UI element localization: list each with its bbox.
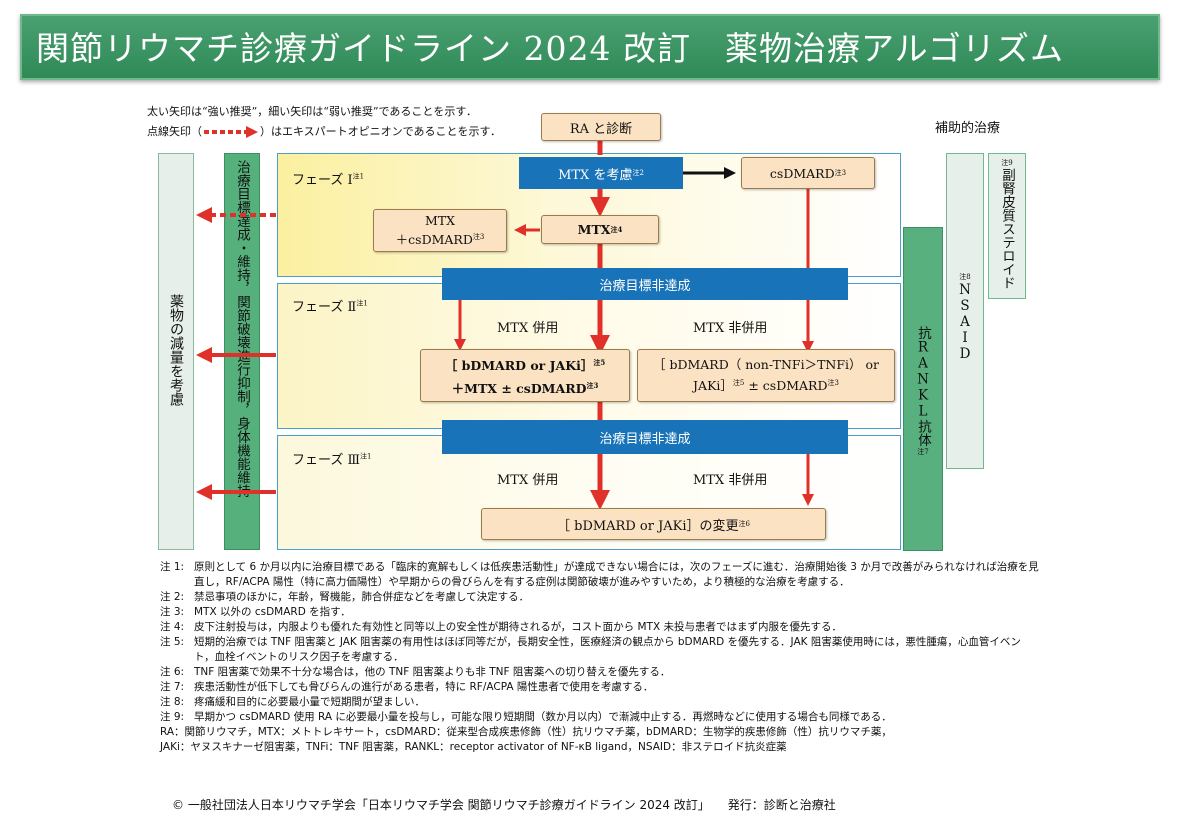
note-item: 注 9: 早期かつ csDMARD 使用 RA に必要最小量を投与し，可能な限り短… bbox=[160, 710, 1040, 725]
note-item: 注 6: TNF 阻害薬で効果不十分な場合は，他の TNF 阻害薬よりも非 TNF… bbox=[160, 665, 1040, 680]
note-label: 注 7: bbox=[160, 681, 185, 693]
note-text: 皮下注射投与は，内服よりも優れた有効性と同等以上の安全性が期待されるが，コスト面… bbox=[194, 621, 842, 633]
change-bdmard-jaki-box: ［ bDMARD or JAKi］の変更注6 bbox=[481, 508, 826, 540]
note-text: 早期かつ csDMARD 使用 RA に必要最小量を投与し，可能な限り短期間（数… bbox=[194, 711, 892, 723]
note-text: 禁忌事項のほかに，年齢，腎機能，肺合併症などを考慮して決定する． bbox=[194, 591, 530, 603]
aux-therapy-title: 補助的治療 bbox=[935, 121, 1001, 136]
notes-list: 注 1: 原則として 6 か月以内に治療目標である「臨床的寛解もしくは低疾患活動性… bbox=[160, 560, 1040, 725]
legend-line-2-post: ）はエキスパートオピニオンであることを示す． bbox=[260, 125, 502, 138]
legend-line-1: 太い矢印は“強い推奨”，細い矢印は“弱い推奨”であることを示す． bbox=[147, 105, 477, 118]
bdmard-jaki-without-mtx-box: ［ bDMARD（ non-TNFi＞TNFi） or JAKi］注5 ± cs… bbox=[637, 349, 895, 402]
phase-1-label: フェーズ Ⅰ注1 bbox=[292, 172, 365, 188]
mtx-plus-csdmard-box: MTX ＋csDMARD注3 bbox=[373, 209, 507, 252]
note-label: 注 9: bbox=[160, 711, 185, 723]
notes-section: 注 1: 原則として 6 か月以内に治療目標である「臨床的寛解もしくは低疾患活動性… bbox=[160, 560, 1040, 755]
abbreviations-line-1: RA：関節リウマチ，MTX：メトトレキサート，csDMARD：従来型合成疾患修飾… bbox=[160, 726, 892, 738]
note-label: 注 3: bbox=[160, 606, 185, 618]
phase-3-label: フェーズ Ⅲ注1 bbox=[292, 452, 372, 468]
note-text: 疼痛緩和目的に必要最小量で短期間が望ましい． bbox=[194, 696, 425, 708]
consider-dose-reduction-column: 薬物の減量を考慮 bbox=[158, 153, 194, 550]
note-label: 注 5: bbox=[160, 636, 185, 648]
note-text: MTX 以外の csDMARD を指す． bbox=[194, 606, 351, 618]
treatment-target-column: 治療目標達成・維持，関節破壊進行抑制，身体機能維持 bbox=[224, 153, 260, 550]
note-text: 原則として 6 か月以内に治療目標である「臨床的寛解もしくは低疾患活動性」が達成… bbox=[194, 561, 1039, 588]
legend-line-2: 点線矢印（ ）はエキスパートオピニオンであることを示す． bbox=[147, 123, 501, 139]
copyright-footer: © 一般社団法人日本リウマチ学会「日本リウマチ学会 関節リウマチ診療ガイドライン… bbox=[172, 798, 836, 812]
note-item: 注 8: 疼痛緩和目的に必要最小量で短期間が望ましい． bbox=[160, 695, 1040, 710]
consider-mtx-box: MTX を考慮注2 bbox=[519, 157, 683, 189]
note-label: 注 1: bbox=[160, 561, 185, 573]
note-item: 注 7: 疾患活動性が低下しても骨びらんの進行がある患者，特に RF/ACPA 陽… bbox=[160, 680, 1040, 695]
mtx-nonuse-label-2: MTX 非併用 bbox=[693, 473, 768, 488]
mtx-use-label-2: MTX 併用 bbox=[497, 473, 559, 488]
note-label: 注 2: bbox=[160, 591, 185, 603]
note-label: 注 4: bbox=[160, 621, 185, 633]
note-text: TNF 阻害薬で効果不十分な場合は，他の TNF 阻害薬よりも非 TNF 阻害薬… bbox=[194, 666, 671, 678]
note-item: 注 3: MTX 以外の csDMARD を指す． bbox=[160, 605, 1040, 620]
bdmard-jaki-with-mtx-box: ［ bDMARD or JAKi］注5 ＋MTX ± csDMARD注3 bbox=[420, 349, 630, 402]
note-item: 注 1: 原則として 6 か月以内に治療目標である「臨床的寛解もしくは低疾患活動性… bbox=[160, 560, 1040, 590]
dashed-arrow-icon bbox=[204, 126, 258, 138]
header-banner bbox=[20, 14, 1160, 80]
note-label: 注 6: bbox=[160, 666, 185, 678]
note-item: 注 4: 皮下注射投与は，内服よりも優れた有効性と同等以上の安全性が期待されるが，… bbox=[160, 620, 1040, 635]
target-unmet-bar-1: 治療目標非達成 bbox=[442, 268, 848, 300]
note-label: 注 8: bbox=[160, 696, 185, 708]
note-item: 注 2: 禁忌事項のほかに，年齢，腎機能，肺合併症などを考慮して決定する． bbox=[160, 590, 1040, 605]
ra-diagnosis-box: RA と診断 bbox=[541, 113, 661, 141]
abbreviations-line-2: JAKi：ヤヌスキナーゼ阻害薬，TNFi：TNF 阻害薬，RANKL：recep… bbox=[160, 741, 787, 753]
mtx-use-label-1: MTX 併用 bbox=[497, 321, 559, 336]
page-title: 関節リウマチ診療ガイドライン 2024 改訂 薬物治療アルゴリズム bbox=[36, 29, 1064, 68]
note-item: 注 5: 短期的治療では TNF 阻害薬と JAK 阻害薬の有用性はほぼ同等だが，… bbox=[160, 635, 1040, 665]
anti-rankl-column: 抗RANKL抗体注7 bbox=[903, 227, 943, 551]
target-unmet-bar-2: 治療目標非達成 bbox=[442, 420, 848, 454]
phase-2-label: フェーズ Ⅱ注1 bbox=[292, 299, 368, 315]
note-text: 短期的治療では TNF 阻害薬と JAK 阻害薬の有用性はほぼ同等だが，長期安全… bbox=[194, 636, 1021, 663]
note-text: 疾患活動性が低下しても骨びらんの進行がある患者，特に RF/ACPA 陽性患者で… bbox=[194, 681, 654, 693]
mtx-nonuse-label-1: MTX 非併用 bbox=[693, 321, 768, 336]
legend-line-2-pre: 点線矢印（ bbox=[147, 125, 202, 138]
